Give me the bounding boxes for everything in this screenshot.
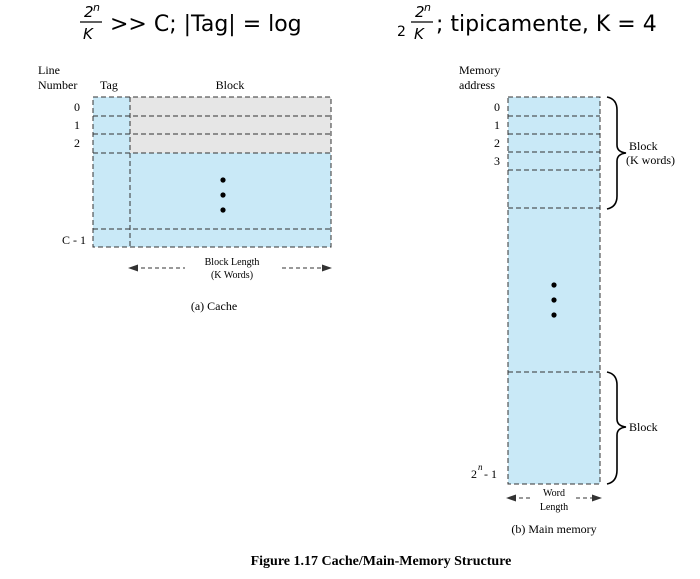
frac2-exponent: n — [424, 1, 431, 14]
memory-row-number-0: 0 — [494, 100, 500, 114]
cache-block-fill-gray — [130, 97, 331, 153]
memory-word-length-label-1: Word — [543, 488, 565, 499]
cache-row-number-last: C - 1 — [62, 233, 86, 247]
cache-ellipsis-dot-2 — [220, 192, 226, 198]
memory-last-row-label: 2 n - 1 — [471, 462, 497, 481]
cache-line-label-2: Number — [38, 78, 77, 92]
frac2-numerator: 2 — [415, 3, 425, 21]
cache-grid — [92, 96, 332, 248]
cache-row-number-1: 1 — [74, 118, 80, 132]
memory-fill — [508, 97, 600, 484]
memory-address-label-2: address — [459, 78, 495, 92]
frac1-numerator: 2 — [84, 3, 94, 21]
figure-caption: Figure 1.17 Cache/Main-Memory Structure — [251, 554, 512, 569]
memory-block-label: Block — [629, 139, 658, 153]
memory-outline — [507, 96, 601, 485]
memory-diagram: Memory address 0 1 2 3 2 n - 1 Block (K … — [459, 63, 675, 536]
cache-tag-label: Tag — [100, 78, 118, 92]
cache-tag-fill — [93, 97, 130, 247]
cache-block-length-units: (K Words) — [211, 270, 253, 281]
cache-block-label: Block — [216, 78, 245, 92]
formula-tail: ; tipicamente, K = 4 — [436, 12, 657, 37]
cache-row-number-0: 0 — [74, 100, 80, 114]
memory-address-label-1: Memory — [459, 63, 500, 77]
frac1-exponent: n — [93, 1, 100, 14]
memory-upper-brace — [606, 96, 627, 210]
frac1-denominator: K — [83, 25, 94, 43]
header-formula: 2 n K >> C; |Tag| = log 2 2 n K ; tipica… — [80, 1, 657, 43]
memory-row-number-2: 2 — [494, 136, 500, 150]
cache-outline — [92, 96, 332, 248]
cache-caption: (a) Cache — [191, 299, 237, 313]
log-base: 2 — [397, 24, 406, 40]
cache-block-fill-blue — [130, 153, 331, 247]
cache-line-label-1: Line — [38, 63, 60, 77]
formula-middle: >> C; |Tag| = log — [110, 12, 302, 37]
memory-arrow-left-head — [506, 494, 516, 502]
memory-caption: (b) Main memory — [511, 522, 596, 536]
cache-arrow-right-head — [322, 264, 332, 272]
memory-last-row-tail: - 1 — [484, 467, 497, 481]
cache-ellipsis-dot-1 — [220, 177, 226, 183]
memory-ellipsis-dot-1 — [551, 282, 557, 288]
cache-row-number-2: 2 — [74, 136, 80, 150]
memory-ellipsis-dot-2 — [551, 297, 557, 303]
memory-lower-block-label: Block — [629, 420, 658, 434]
frac2-denominator: K — [414, 25, 425, 43]
memory-arrow-right-head — [592, 494, 602, 502]
cache-ellipsis-dot-3 — [220, 207, 226, 213]
memory-last-row-base: 2 — [471, 467, 477, 481]
memory-lower-brace — [606, 371, 627, 485]
cache-arrow-left-head — [128, 264, 138, 272]
memory-row-number-3: 3 — [494, 154, 500, 168]
memory-grid — [507, 96, 601, 485]
memory-block-words: (K words) — [626, 153, 675, 167]
memory-word-length-label-2: Length — [540, 502, 568, 513]
memory-row-number-1: 1 — [494, 118, 500, 132]
cache-diagram: Line Number Tag Block 0 1 2 C - 1 Block … — [38, 63, 332, 313]
memory-ellipsis-dot-3 — [551, 312, 557, 318]
memory-last-row-exponent: n — [478, 462, 483, 472]
cache-block-length-label: Block Length — [205, 257, 260, 268]
